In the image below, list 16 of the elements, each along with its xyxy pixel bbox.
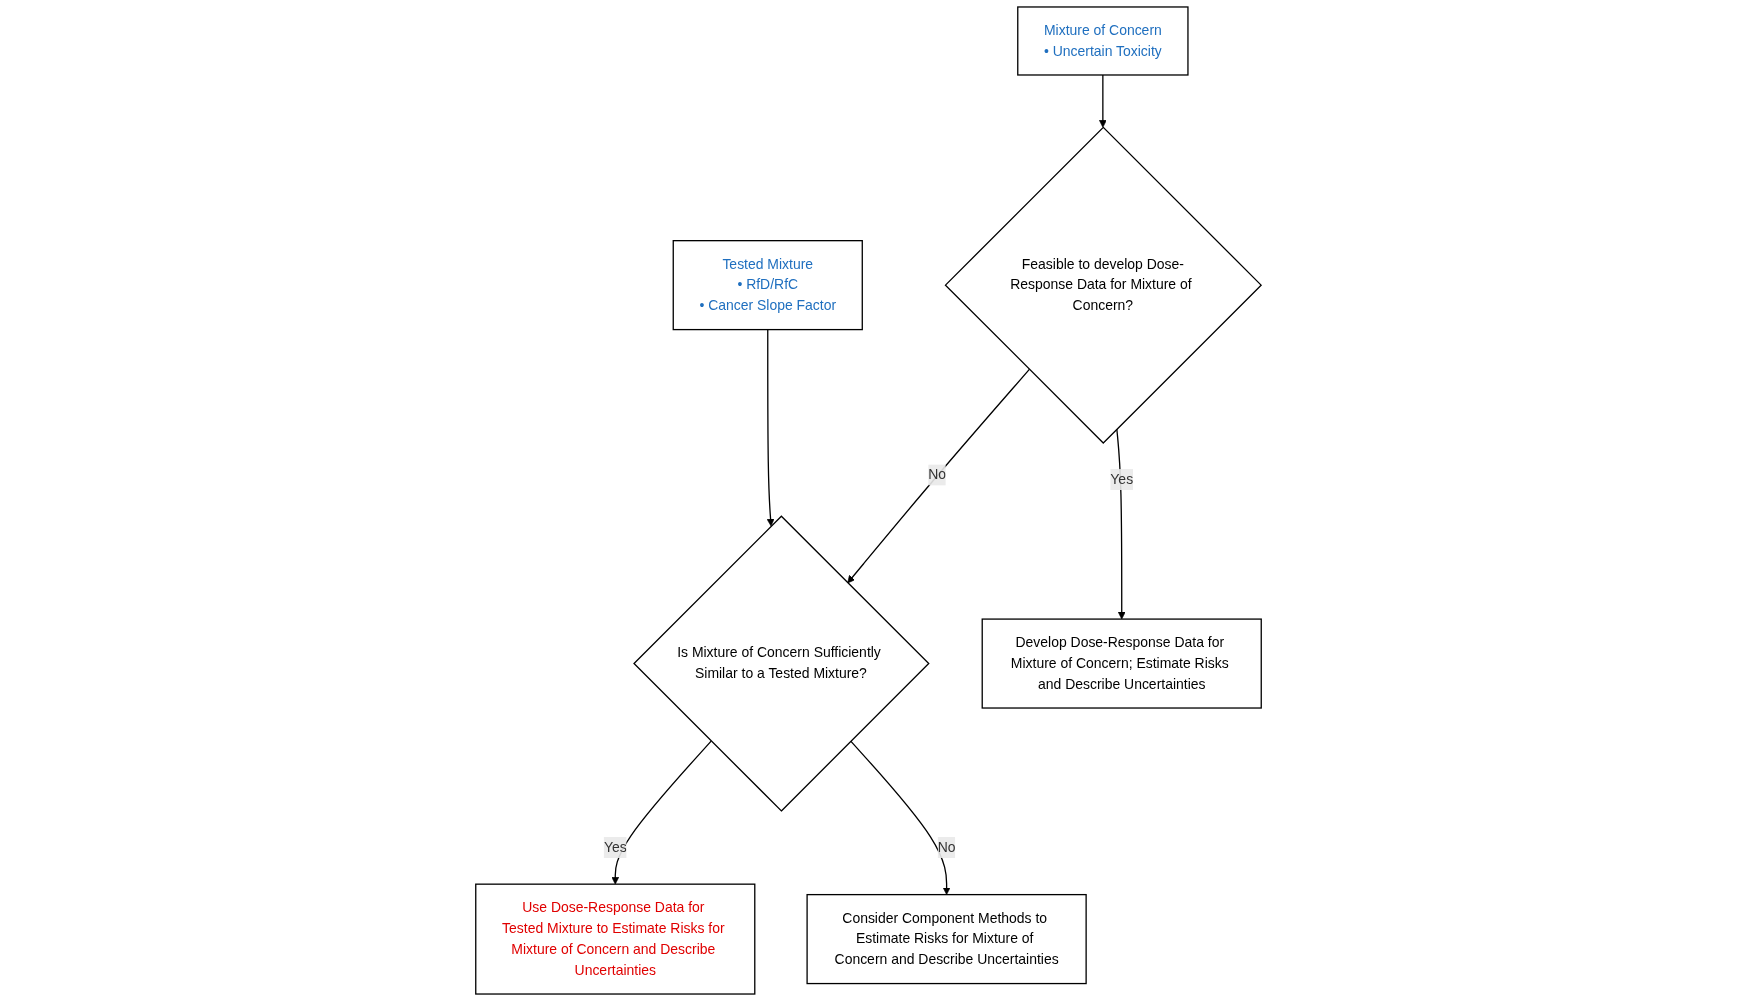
node-diamond: Is Mixture of Concern Sufficiently Similar to a Tested Mixture? [633, 515, 930, 812]
node-box: Use Dose-Response Data for Tested Mixture to Estimate Risks for Mixture of Concern and Describe Uncertainties [475, 883, 756, 995]
edge-label: Yes [1110, 471, 1134, 487]
node-box: Mixture of Concern • Uncertain Toxicity [1017, 6, 1189, 76]
edge-label: No [937, 839, 956, 855]
arrow [611, 740, 712, 885]
node-box: Consider Component Methods to Estimate Risks for Mixture of Concern and Describe Uncertainties [806, 893, 1087, 985]
edge-label: Yes [603, 839, 627, 855]
arrow [847, 368, 1030, 584]
node-box: Tested Mixture • RfD/RfC • Cancer Slope Factor [672, 240, 863, 331]
node-box: Develop Dose-Response Data for Mixture of Concern; Estimate Risks and Describe Uncertainties [981, 618, 1262, 709]
arrow [850, 740, 951, 895]
arrow [766, 328, 775, 527]
arrow [1099, 74, 1107, 128]
edge-label: No [928, 467, 947, 483]
node-diamond: Feasible to develop Dose-Response Data for Mixture of Concern? [944, 126, 1263, 444]
